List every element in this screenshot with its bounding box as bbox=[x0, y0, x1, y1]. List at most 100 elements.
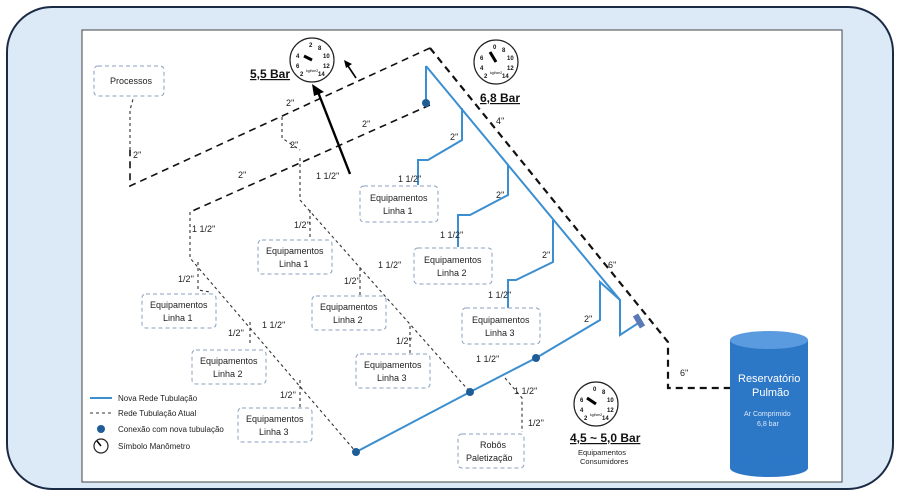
size-1h-c: 1 1/2'' bbox=[440, 230, 464, 240]
svg-text:2: 2 bbox=[584, 416, 588, 422]
svg-text:Linha 3: Linha 3 bbox=[485, 328, 515, 338]
old-drop-1 bbox=[281, 117, 301, 151]
svg-text:0: 0 bbox=[593, 387, 597, 393]
size-1h-i: 1 1/2'' bbox=[514, 386, 538, 396]
svg-text:6: 6 bbox=[580, 398, 584, 404]
size-1h-h: 1 1/2'' bbox=[476, 354, 500, 364]
size-2-a: 2'' bbox=[286, 98, 295, 108]
svg-text:Equipamentos: Equipamentos bbox=[370, 193, 428, 203]
svg-text:4: 4 bbox=[296, 54, 300, 60]
size-1h-b: 1 1/2'' bbox=[398, 174, 422, 184]
svg-text:14: 14 bbox=[502, 74, 509, 80]
svg-text:kgf/cm2: kgf/cm2 bbox=[306, 69, 318, 73]
svg-text:Linha 2: Linha 2 bbox=[213, 369, 243, 379]
label-processos: Processos bbox=[93, 65, 165, 97]
pressure-6-8: 6,8 Bar bbox=[480, 91, 520, 105]
svg-text:Linha 1: Linha 1 bbox=[383, 206, 413, 216]
label-robos: Robôs Paletização bbox=[457, 433, 525, 469]
gauge-5-5: 2 8 10 12 14 4 6 2 kgf/cm2 bbox=[289, 37, 335, 83]
connection-node-2 bbox=[532, 354, 540, 362]
size-half-e: 1/2'' bbox=[228, 328, 244, 338]
label-equip-new-l3: Equipamentos Linha 3 bbox=[461, 307, 541, 345]
svg-text:Paletização: Paletização bbox=[466, 453, 513, 463]
connection-node-4 bbox=[352, 448, 360, 456]
label-equip-mid-l3: Equipamentos Linha 3 bbox=[355, 353, 431, 389]
svg-text:Processos: Processos bbox=[110, 76, 153, 86]
label-equip-left-l2: Equipamentos Linha 2 bbox=[191, 349, 267, 385]
size-6-b: 6'' bbox=[680, 368, 689, 378]
size-1h-f: 1 1/2'' bbox=[378, 260, 402, 270]
svg-text:12: 12 bbox=[607, 408, 614, 414]
gauge-arrow-1-head bbox=[312, 84, 324, 96]
old-left-diag bbox=[189, 212, 357, 453]
svg-text:8: 8 bbox=[502, 48, 506, 54]
pressure-consumers: 4,5 ~ 5,0 Bar bbox=[570, 431, 641, 445]
size-4: 4'' bbox=[496, 116, 505, 126]
svg-text:2: 2 bbox=[484, 74, 488, 80]
svg-text:Linha 1: Linha 1 bbox=[279, 259, 309, 269]
size-2-g: 2'' bbox=[496, 190, 505, 200]
svg-text:Equipamentos: Equipamentos bbox=[266, 246, 324, 256]
label-equip-new-l2: Equipamentos Linha 2 bbox=[413, 247, 493, 285]
svg-text:12: 12 bbox=[323, 64, 330, 70]
svg-text:10: 10 bbox=[607, 398, 614, 404]
label-equip-left-l1: Equipamentos Linha 1 bbox=[141, 293, 217, 329]
svg-text:kgf/cm2: kgf/cm2 bbox=[490, 71, 502, 75]
size-2-c: 2'' bbox=[290, 140, 299, 150]
svg-text:Equipamentos: Equipamentos bbox=[200, 356, 258, 366]
gauge-arrow-2-head bbox=[344, 60, 352, 68]
connection-node-3 bbox=[466, 388, 474, 396]
svg-text:2: 2 bbox=[300, 72, 304, 78]
svg-text:Linha 3: Linha 3 bbox=[377, 373, 407, 383]
size-half-b: 1/2'' bbox=[344, 276, 360, 286]
reservoir-tank: Reservatório Pulmão Ar Comprimido 6,8 ba… bbox=[730, 331, 808, 477]
svg-text:Linha 3: Linha 3 bbox=[259, 427, 289, 437]
size-1h-d: 1 1/2'' bbox=[488, 290, 512, 300]
gauge-arrow-1 bbox=[316, 91, 352, 175]
legend-new-pipe: Nova Rede Tubulação bbox=[118, 394, 198, 403]
svg-text:Linha 1: Linha 1 bbox=[163, 313, 193, 323]
old-second-branch bbox=[189, 104, 431, 213]
svg-text:6: 6 bbox=[296, 64, 300, 70]
legend-connection: Conexão com nova tubulação bbox=[118, 425, 224, 434]
new-branch-3 bbox=[507, 220, 554, 308]
svg-text:2: 2 bbox=[309, 43, 313, 49]
old-upper-branch bbox=[129, 47, 431, 188]
size-half-g: 1/2'' bbox=[528, 418, 544, 428]
old-left-drop-1 bbox=[197, 262, 211, 293]
gauge-arrow-2 bbox=[347, 65, 357, 79]
old-drop-processos bbox=[129, 91, 136, 150]
svg-text:10: 10 bbox=[323, 54, 330, 60]
size-2-h: 2'' bbox=[542, 250, 551, 260]
svg-text:4: 4 bbox=[480, 66, 484, 72]
legend-connection-swatch bbox=[97, 425, 105, 433]
legend-old-pipe: Rede Tubulação Atual bbox=[118, 409, 197, 418]
svg-text:6: 6 bbox=[480, 56, 484, 62]
size-2-e: 2'' bbox=[238, 170, 247, 180]
svg-text:Linha 2: Linha 2 bbox=[437, 268, 467, 278]
old-robos-drop bbox=[504, 377, 523, 432]
svg-text:12: 12 bbox=[507, 66, 514, 72]
svg-text:Equipamentos: Equipamentos bbox=[472, 315, 530, 325]
gauge-consumers: 0 8 10 12 14 6 4 2 kgf/cm2 bbox=[573, 381, 619, 427]
size-2-f: 2'' bbox=[450, 132, 459, 142]
svg-text:Linha 2: Linha 2 bbox=[333, 315, 363, 325]
svg-text:10: 10 bbox=[507, 56, 514, 62]
svg-text:Equipamentos: Equipamentos bbox=[364, 360, 422, 370]
svg-text:8: 8 bbox=[318, 46, 322, 52]
label-equip-left-l3: Equipamentos Linha 3 bbox=[237, 407, 313, 443]
size-half-f: 1/2'' bbox=[280, 390, 296, 400]
legend-gauge: Símbolo Manômetro bbox=[118, 442, 191, 451]
size-half-a: 1/2'' bbox=[294, 220, 310, 230]
svg-text:0: 0 bbox=[493, 45, 497, 51]
svg-text:Equipamentos: Equipamentos bbox=[424, 255, 482, 265]
old-mid-diag bbox=[299, 158, 471, 393]
main-old-trunk bbox=[429, 47, 732, 390]
gauge-6-8: 0 8 10 12 14 6 4 2 kgf/cm2 bbox=[473, 39, 519, 85]
size-2-b: 2'' bbox=[362, 119, 371, 129]
size-half-d: 1/2'' bbox=[178, 274, 194, 284]
svg-text:Equipamentos: Equipamentos bbox=[320, 302, 378, 312]
svg-text:4: 4 bbox=[580, 408, 584, 414]
new-branch-1 bbox=[417, 108, 463, 185]
